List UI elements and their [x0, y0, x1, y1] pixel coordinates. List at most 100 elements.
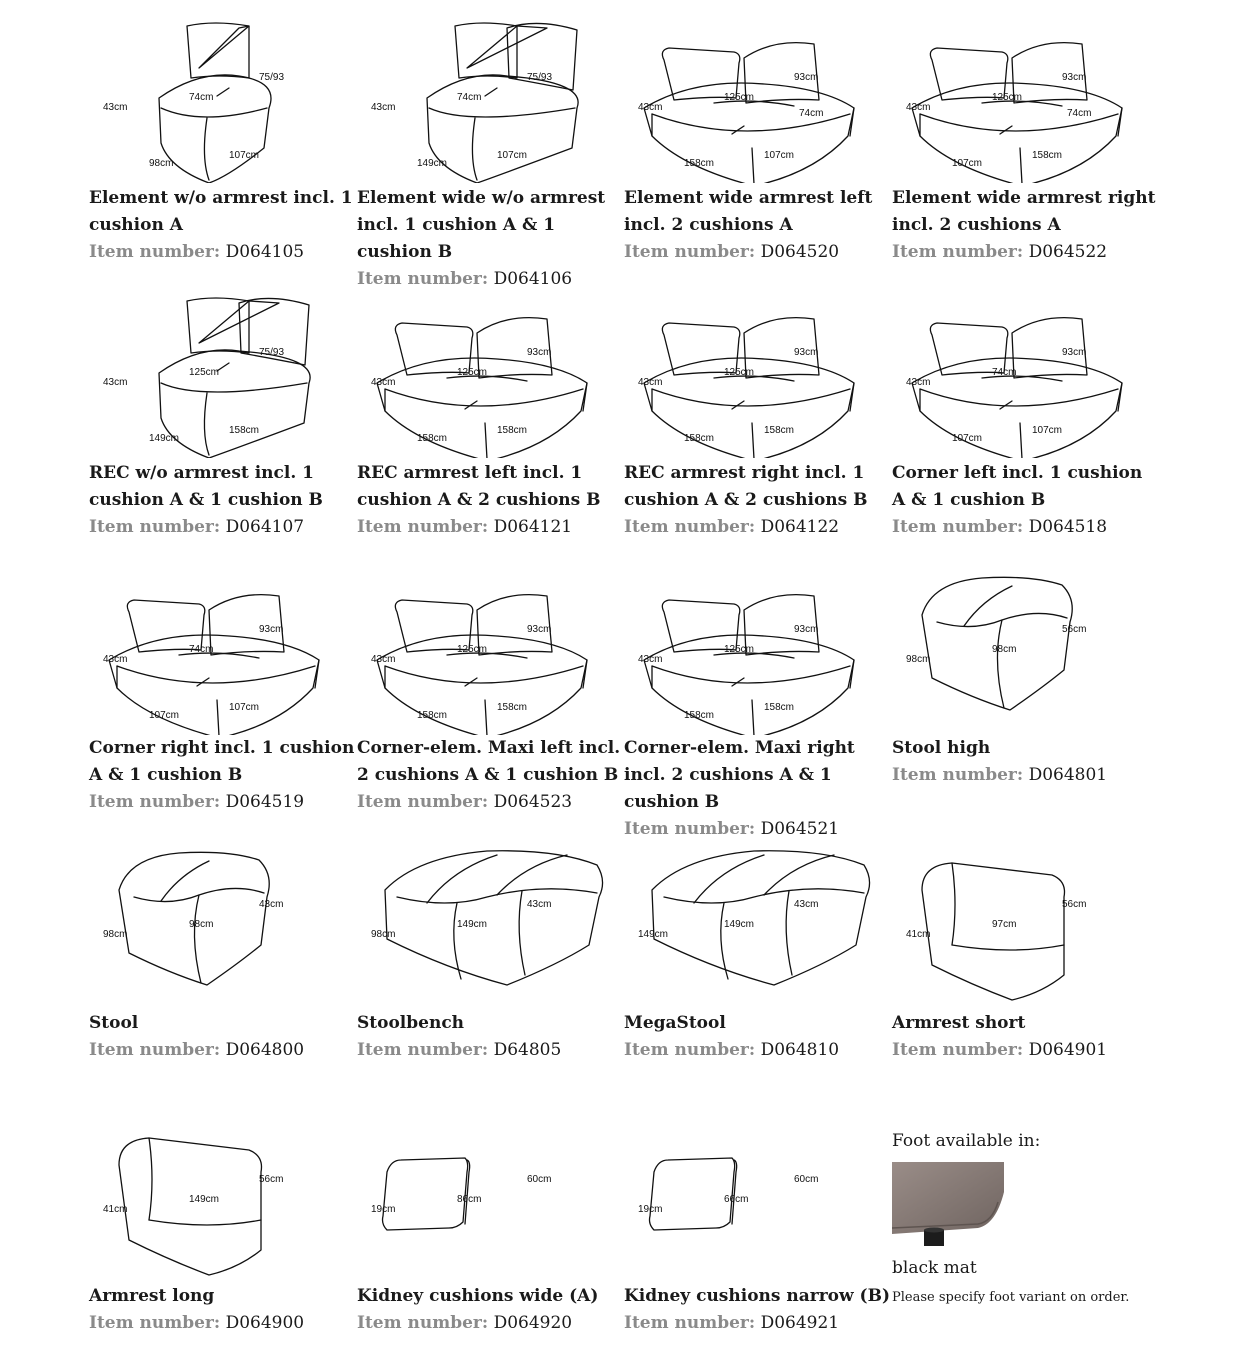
item-number-value: D064810: [760, 1040, 840, 1060]
product-caption: REC armrest left incl. 1 cushion A & 2 c…: [357, 460, 625, 541]
item-number: Item number: D064122: [624, 514, 892, 541]
item-number: Item number: D064920: [357, 1310, 625, 1337]
foot-photo: [892, 1162, 1004, 1248]
dimension-label: 93cm: [1062, 72, 1086, 83]
item-number-value: D064801: [1028, 765, 1108, 785]
dimension-label: 74cm: [992, 367, 1016, 378]
dimension-label: 60cm: [794, 1174, 818, 1185]
item-number-label: Item number:: [357, 269, 489, 289]
dimension-label: 74cm: [799, 108, 823, 119]
item-number-value: D064523: [493, 792, 573, 812]
item-number: Item number: D064523: [357, 789, 625, 816]
item-number: Item number: D064900: [89, 1310, 357, 1337]
product-caption: Corner-elem. Maxi left incl. 2 cushions …: [357, 735, 625, 816]
dimension-label: 149cm: [417, 158, 447, 169]
item-number-value: D064900: [225, 1313, 305, 1333]
product-title: MegaStool: [624, 1013, 726, 1033]
dimension-label: 43cm: [794, 899, 818, 910]
dimension-label: 125cm: [189, 367, 219, 378]
product-title: Element wide w/o armrest incl. 1 cushion…: [357, 188, 606, 262]
dimension-label: 149cm: [638, 929, 668, 940]
product-caption: REC armrest right incl. 1 cushion A & 2 …: [624, 460, 892, 541]
item-number: Item number: D064901: [892, 1037, 1160, 1064]
dimension-label: 149cm: [149, 433, 179, 444]
dimension-label: 75/93: [259, 347, 284, 358]
item-number-value: D064122: [760, 517, 840, 537]
dimension-label: 74cm: [1067, 108, 1091, 119]
item-number-value: D64805: [493, 1040, 562, 1060]
item-number-label: Item number:: [624, 242, 756, 262]
dimension-label: 125cm: [457, 367, 487, 378]
dimension-label: 125cm: [724, 92, 754, 103]
dimension-label: 107cm: [149, 710, 179, 721]
dimension-label: 60cm: [527, 1174, 551, 1185]
item-number-value: D064107: [225, 517, 305, 537]
item-number-value: D064901: [1028, 1040, 1108, 1060]
dimension-label: 107cm: [229, 702, 259, 713]
dimension-label: 98cm: [906, 654, 930, 665]
foot-title: Foot available in:: [892, 1131, 1041, 1151]
product-caption: Element wide w/o armrest incl. 1 cushion…: [357, 185, 625, 293]
product-caption: Kidney cushions narrow (B)Item number: D…: [624, 1283, 892, 1337]
item-number: Item number: D064121: [357, 514, 625, 541]
dimension-label: 74cm: [189, 644, 213, 655]
dimension-label: 107cm: [1032, 425, 1062, 436]
dimension-label: 75/93: [527, 72, 552, 83]
dimension-label: 66cm: [724, 1194, 748, 1205]
dimension-label: 125cm: [724, 644, 754, 655]
product-title: Element w/o armrest incl. 1 cushion A: [89, 188, 353, 235]
item-number-value: D064106: [493, 269, 573, 289]
dimension-label: 19cm: [371, 1204, 395, 1215]
item-number: Item number: D064522: [892, 239, 1160, 266]
dimension-label: 107cm: [497, 150, 527, 161]
dimension-label: 107cm: [952, 433, 982, 444]
item-number: Item number: D064810: [624, 1037, 892, 1064]
dimension-label: 93cm: [794, 347, 818, 358]
dimension-label: 125cm: [457, 644, 487, 655]
product-title: Armrest short: [892, 1013, 1026, 1033]
dimension-label: 98cm: [189, 919, 213, 930]
dimension-label: 158cm: [684, 710, 714, 721]
dimension-label: 158cm: [764, 702, 794, 713]
product-title: Kidney cushions wide (A): [357, 1286, 599, 1306]
product-title: Element wide armrest left incl. 2 cushio…: [624, 188, 873, 235]
product-caption: Element wide armrest right incl. 2 cushi…: [892, 185, 1160, 266]
dimension-label: 74cm: [189, 92, 213, 103]
dimension-label: 107cm: [764, 150, 794, 161]
dimension-label: 43cm: [103, 102, 127, 113]
dimension-label: 149cm: [189, 1194, 219, 1205]
item-number: Item number: D064800: [89, 1037, 357, 1064]
dimension-label: 107cm: [229, 150, 259, 161]
item-number-label: Item number:: [624, 819, 756, 839]
item-number: Item number: D064921: [624, 1310, 892, 1337]
item-number: Item number: D064519: [89, 789, 357, 816]
item-number-value: D064520: [760, 242, 840, 262]
dimension-label: 43cm: [906, 377, 930, 388]
dimension-label: 56cm: [1062, 624, 1086, 635]
product-title: Corner right incl. 1 cushion A & 1 cushi…: [89, 738, 355, 785]
dimension-label: 158cm: [417, 433, 447, 444]
dimension-label: 43cm: [103, 654, 127, 665]
item-number-value: D064521: [760, 819, 840, 839]
dimension-label: 56cm: [259, 1174, 283, 1185]
item-number-value: D064921: [760, 1313, 840, 1333]
dimension-label: 43cm: [103, 377, 127, 388]
